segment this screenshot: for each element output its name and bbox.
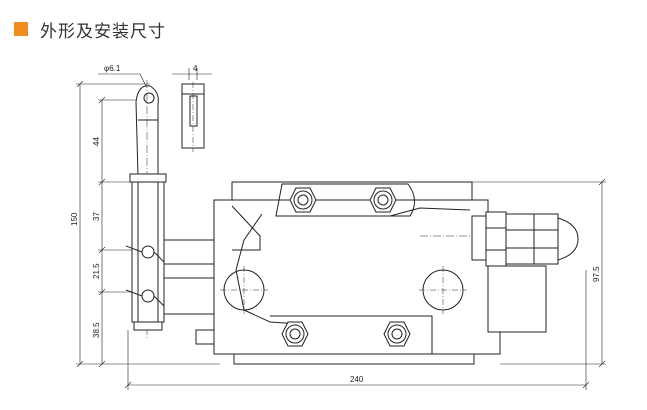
dim-slot-width: 4 [193, 64, 198, 73]
dim-seg-37: 37 [92, 212, 101, 221]
section-title: 外形及安装尺寸 [40, 21, 166, 42]
bolt-top-left [289, 187, 317, 213]
section-marker-icon [14, 22, 28, 36]
link-block [163, 239, 215, 265]
valve-body [195, 181, 520, 365]
link-block-lower [163, 277, 215, 315]
dim-seg-44: 44 [92, 137, 101, 146]
dim-seg-21-5: 21.5 [92, 263, 101, 279]
bolt-top-right [369, 187, 397, 213]
dimension-labels: φ6.1 4 150 44 37 21.5 38.5 97.5 240 [70, 64, 601, 384]
slot-detail-view [181, 82, 205, 152]
bolt-bottom-left [281, 321, 309, 347]
dim-overall-width: 240 [350, 375, 364, 384]
dim-overall-height: 150 [70, 212, 79, 226]
dim-right-height: 97.5 [592, 266, 601, 282]
section-header: 外形及安装尺寸 [14, 16, 166, 42]
dim-seg-38-5: 38.5 [92, 322, 101, 338]
dim-hole-dia: φ6.1 [104, 64, 121, 73]
mounting-bolts [281, 187, 411, 347]
bolt-bottom-right [383, 321, 411, 347]
right-end-fitting [471, 211, 579, 333]
operating-lever [125, 80, 167, 340]
dimension-lines [76, 68, 606, 390]
